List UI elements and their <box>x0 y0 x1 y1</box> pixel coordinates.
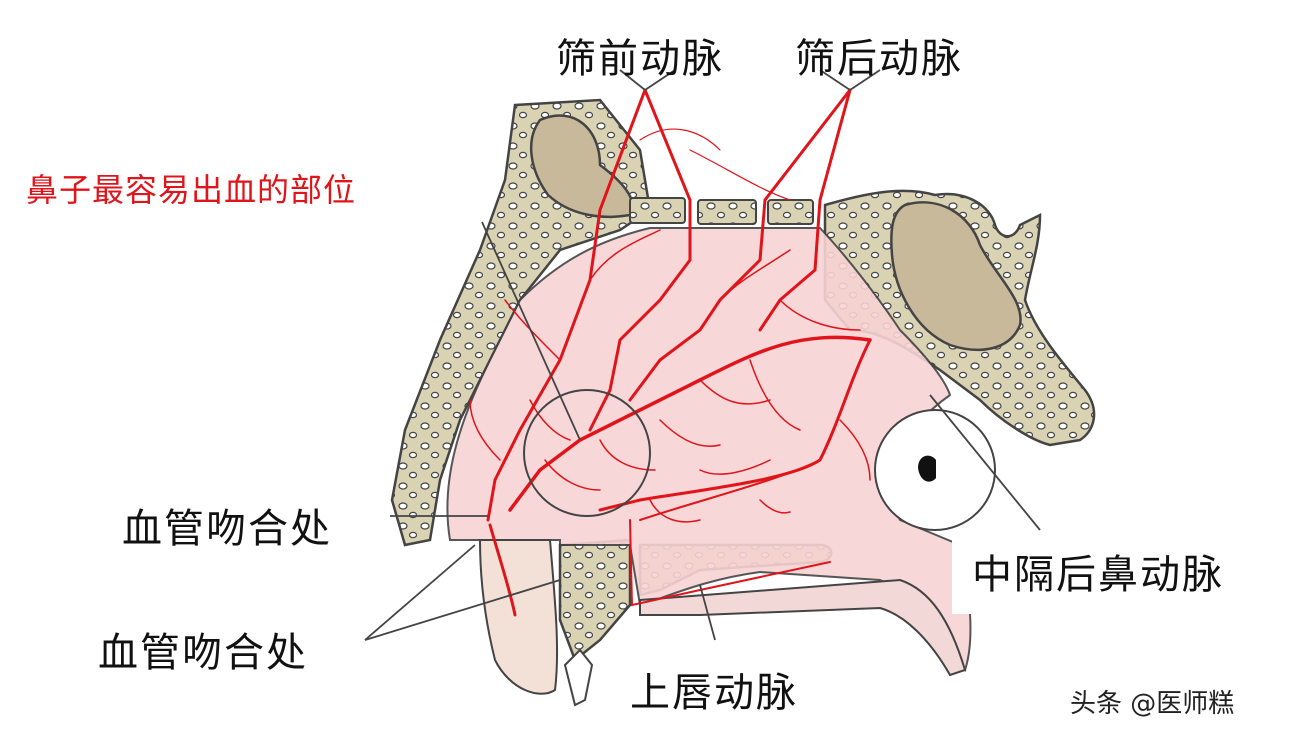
nostril-region <box>478 539 559 695</box>
leader-lines <box>364 69 1041 641</box>
label-posterior-septal-artery: 中隔后鼻动脉 <box>952 532 1244 614</box>
eustachian-tube-icon <box>918 455 936 482</box>
hard-palate <box>558 538 632 663</box>
kiesselbach-area <box>523 389 651 517</box>
cribriform-plate-2 <box>697 199 757 225</box>
cribriform-plate-1 <box>629 197 686 224</box>
cribriform-plate-3 <box>767 199 814 225</box>
label-vascular-anastomosis-upper: 血管吻合处 <box>122 506 332 552</box>
soft-palate <box>639 578 967 677</box>
label-vascular-anastomosis-lower: 血管吻合处 <box>98 630 308 676</box>
sphenoid-sinus <box>890 201 1022 352</box>
label-bleeding-site: 鼻子最容易出血的部位 <box>26 171 357 209</box>
incisor <box>563 648 594 707</box>
label-posterior-ethmoidal-artery: 筛后动脉 <box>795 36 963 82</box>
bone-structure <box>390 98 1096 707</box>
label-superior-labial-artery: 上唇动脉 <box>630 670 798 716</box>
watermark: 头条 @医师糕 <box>1070 689 1235 719</box>
label-anterior-ethmoidal-artery: 筛前动脉 <box>556 36 724 82</box>
artery-network <box>469 88 872 617</box>
